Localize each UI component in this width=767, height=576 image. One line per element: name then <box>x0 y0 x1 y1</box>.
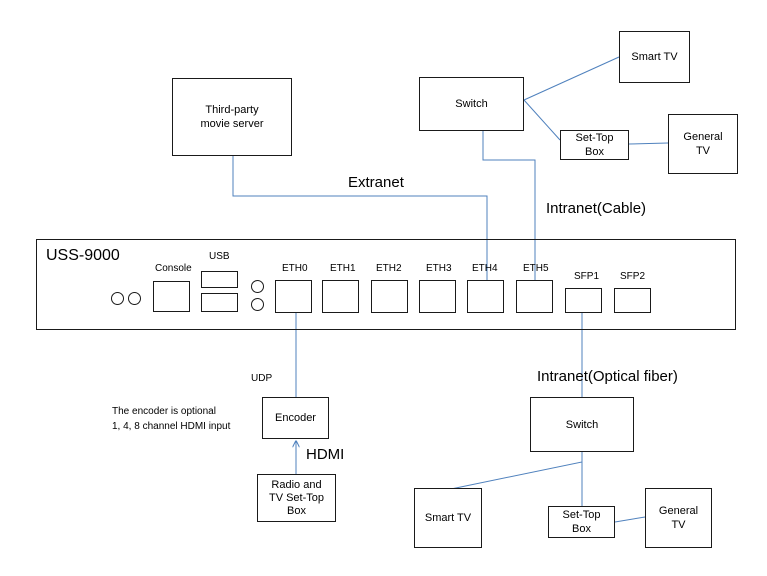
movie-server-label-1: Third-party <box>205 104 259 116</box>
hdmi-label: HDMI <box>306 446 345 463</box>
sfp2-label: SFP2 <box>620 271 646 282</box>
line-switch-settop <box>523 99 561 141</box>
line-switch-eth5 <box>482 131 536 288</box>
settop-top-label-2: Box <box>585 146 604 158</box>
movie-server-node: Third-party movie server <box>172 78 292 156</box>
extranet-label: Extranet <box>348 174 404 191</box>
led-2 <box>128 292 141 305</box>
led-4 <box>251 298 264 311</box>
encoder-label: Encoder <box>275 412 316 424</box>
console-label: Console <box>155 263 192 274</box>
smart-tv-top-label: Smart TV <box>631 51 678 63</box>
radio-tv-label-3: Box <box>287 504 306 517</box>
encoder-note-line-2: 1, 4, 8 channel HDMI input <box>112 421 231 432</box>
sfp2-port <box>614 288 651 313</box>
sfp1-port <box>565 288 602 313</box>
smart-tv-bottom-node: Smart TV <box>414 488 482 548</box>
encoder-node: Encoder <box>262 397 329 439</box>
movie-server-label-2: movie server <box>200 118 264 130</box>
general-tv-bottom-label-2: TV <box>671 519 686 531</box>
encoder-note-line-1: The encoder is optional <box>112 406 216 417</box>
switch-top-label: Switch <box>455 98 488 110</box>
usb-port-2 <box>201 293 238 312</box>
radio-tv-label-1: Radio and <box>271 478 322 491</box>
usb-label: USB <box>209 251 230 262</box>
eth3-label: ETH3 <box>426 263 452 274</box>
intranet-cable-label: Intranet(Cable) <box>546 200 647 217</box>
smart-tv-top-node: Smart TV <box>619 31 690 83</box>
general-tv-top-label-1: General <box>683 131 723 143</box>
usb-port-1 <box>201 271 238 288</box>
general-tv-top-label-2: TV <box>695 145 711 157</box>
eth1-port <box>322 280 359 313</box>
eth4-port <box>467 280 504 313</box>
device-title: USS-9000 <box>46 247 120 264</box>
uss-9000-chassis <box>36 239 736 330</box>
line-settop-generaltv-bottom <box>614 516 646 523</box>
eth0-label: ETH0 <box>282 263 308 274</box>
eth3-port <box>419 280 456 313</box>
sfp1-label: SFP1 <box>574 271 600 282</box>
eth5-label: ETH5 <box>523 263 549 274</box>
line-settop-generaltv <box>628 142 669 145</box>
eth0-port <box>275 280 312 313</box>
eth2-port <box>371 280 408 313</box>
switch-bottom-node: Switch <box>530 397 634 452</box>
eth2-label: ETH2 <box>376 263 402 274</box>
eth4-label: ETH4 <box>472 263 498 274</box>
radio-tv-label-2: TV Set-Top <box>268 491 325 504</box>
led-3 <box>251 280 264 293</box>
line-switch-smarttv-bottom <box>450 452 583 490</box>
led-1 <box>111 292 124 305</box>
switch-bottom-label: Switch <box>565 418 599 431</box>
encoder-note: The encoder is optional 1, 4, 8 channel … <box>112 404 230 434</box>
smart-tv-bottom-label: Smart TV <box>424 512 472 524</box>
settop-bottom-label-1: Set-Top <box>562 509 601 521</box>
settop-top-label-1: Set-Top <box>575 132 614 144</box>
udp-label: UDP <box>251 373 273 384</box>
line-switch-smarttv <box>523 56 620 101</box>
eth1-label: ETH1 <box>330 263 356 274</box>
switch-top-node: Switch <box>419 77 524 131</box>
general-tv-bottom-label-1: General <box>658 505 699 517</box>
settop-bottom-label-2: Box <box>572 523 591 535</box>
intranet-fiber-label: Intranet(Optical fiber) <box>537 368 678 385</box>
eth5-port <box>516 280 553 313</box>
console-port <box>153 281 190 312</box>
line-server-eth4 <box>232 156 488 288</box>
